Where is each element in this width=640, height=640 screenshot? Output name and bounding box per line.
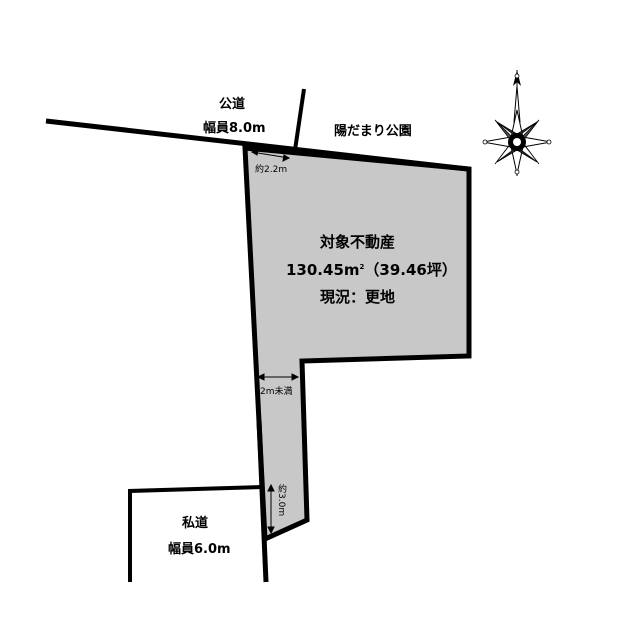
property-area-tsubo: （39.46坪） (364, 261, 457, 279)
compass-rose-icon (482, 70, 552, 176)
public-road-line (45, 118, 469, 172)
property-status: 現況：更地 (320, 288, 396, 306)
passage-width-dimension-label: 2m未満 (260, 387, 293, 397)
property-title: 対象不動産 (320, 233, 396, 251)
frontage-dimension-label: 約2.2m (255, 165, 288, 175)
passage-end-dimension-label: 約3.0m (276, 484, 286, 517)
public-road-width: 幅員8.0m (203, 121, 266, 136)
park-name: 陽だまり公園 (334, 124, 412, 139)
passage-width-dimension-arrow (256, 373, 300, 381)
property-area: 130.45m2（39.46坪） (286, 259, 457, 280)
private-road-width: 幅員6.0m (168, 542, 231, 557)
west-boundary-line (256, 419, 269, 583)
private-road-outline (128, 485, 263, 582)
property-lot (242, 145, 472, 543)
property-area-unit: m (343, 261, 360, 279)
road-branch-line (293, 88, 306, 151)
passage-end-dimension-arrow (267, 483, 275, 535)
private-road-name: 私道 (182, 516, 209, 531)
property-area-sqm: 130.45 (286, 261, 344, 279)
frontage-dimension-arrow (250, 148, 291, 162)
property-area-unit-sup: 2 (359, 263, 365, 271)
public-road-name: 公道 (219, 97, 246, 112)
